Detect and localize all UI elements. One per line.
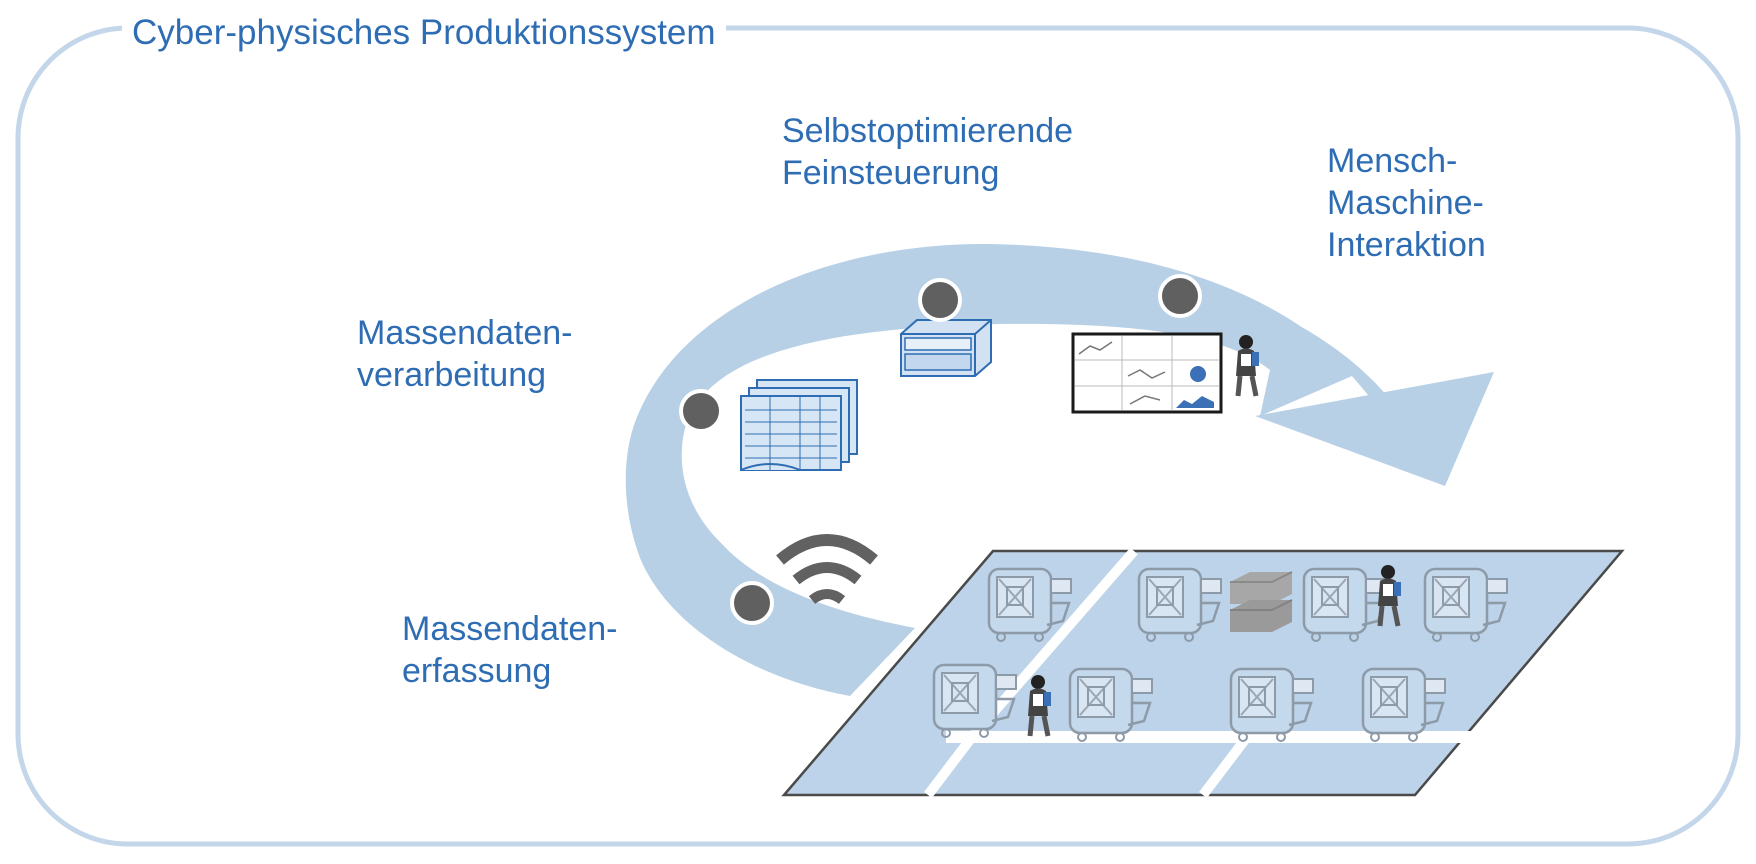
process-node xyxy=(918,278,962,322)
frame-title: Cyber-physisches Produktionssystem xyxy=(122,12,726,54)
stage-label-line: Massendaten- xyxy=(402,610,618,648)
dashboard-screen-icon xyxy=(1071,332,1223,414)
storage-rack-icon xyxy=(1229,571,1293,633)
data-sheets-icon xyxy=(740,379,858,471)
stage-label-massendatenverarbeitung: Massendaten- verarbeitung xyxy=(357,312,572,396)
server-icon xyxy=(900,319,992,377)
stage-label-line: Selbstoptimierende xyxy=(782,112,1074,150)
wifi-icon xyxy=(776,534,878,605)
stage-label-line: verarbeitung xyxy=(357,356,547,394)
stage-label-mensch-maschine: Mensch- Maschine- Interaktion xyxy=(1327,140,1486,266)
stage-label-line: Interaktion xyxy=(1327,226,1486,264)
stage-label-massendatenerfassung: Massendaten- erfassung xyxy=(402,608,617,692)
stage-label-feinsteuerung: Selbstoptimierende Feinsteuerung xyxy=(782,110,1073,194)
stage-label-line: Massendaten- xyxy=(357,314,573,352)
stage-label-line: Maschine- xyxy=(1327,184,1484,222)
process-node xyxy=(679,389,723,433)
process-node xyxy=(1158,274,1202,318)
stage-label-line: Feinsteuerung xyxy=(782,154,1000,192)
system-frame xyxy=(15,25,1741,847)
stage-label-line: Mensch- xyxy=(1327,142,1458,180)
stage-label-line: erfassung xyxy=(402,652,552,690)
cycle-arrow-head xyxy=(1255,372,1494,486)
process-node xyxy=(730,581,774,625)
